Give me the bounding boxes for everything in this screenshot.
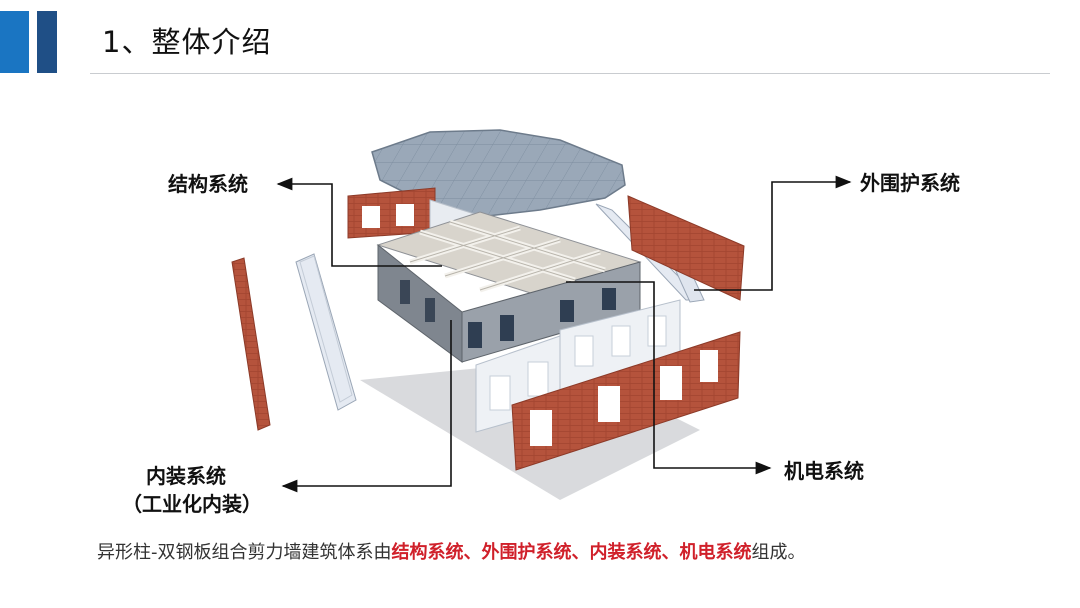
caption-envelope: 外围护系统 — [481, 542, 572, 563]
caption-interior: 内装系统 — [589, 542, 662, 563]
caption-prefix: 异形柱-双钢板组合剪力墙建筑体系由 — [97, 542, 392, 563]
caption-sep: 、 — [463, 542, 482, 563]
title-accent-bar — [0, 11, 29, 73]
leader-envelope — [694, 175, 852, 291]
label-interior-system-sub: （工业化内装） — [122, 492, 262, 516]
page-title: 1、整体介绍 — [102, 25, 272, 59]
label-envelope-system: 外围护系统 — [860, 171, 960, 195]
diagram-caption: 异形柱-双钢板组合剪力墙建筑体系由结构系统、外围护系统、内装系统、机电系统组成。 — [97, 538, 806, 564]
leader-structure — [276, 177, 442, 267]
label-mep-system: 机电系统 — [784, 459, 864, 483]
caption-mep: 机电系统 — [679, 542, 752, 563]
label-structure-system: 结构系统 — [168, 172, 248, 196]
leader-interior — [281, 320, 452, 493]
caption-structure: 结构系统 — [391, 542, 464, 563]
label-interior-system: 内装系统 — [146, 464, 226, 488]
title-accent-bar-dark — [37, 11, 57, 73]
front-brick-wall — [511, 331, 741, 471]
leader-mep — [566, 281, 772, 475]
right-brick-wall — [627, 195, 745, 301]
title-divider — [90, 73, 1050, 74]
left-brick-wall-piece — [347, 187, 436, 239]
caption-suffix: 组成。 — [751, 542, 806, 563]
caption-sep: 、 — [571, 542, 590, 563]
left-white-wall-panel — [295, 253, 357, 411]
building-core — [376, 211, 642, 363]
caption-sep: 、 — [661, 542, 680, 563]
left-thin-brick-slab — [231, 257, 271, 431]
